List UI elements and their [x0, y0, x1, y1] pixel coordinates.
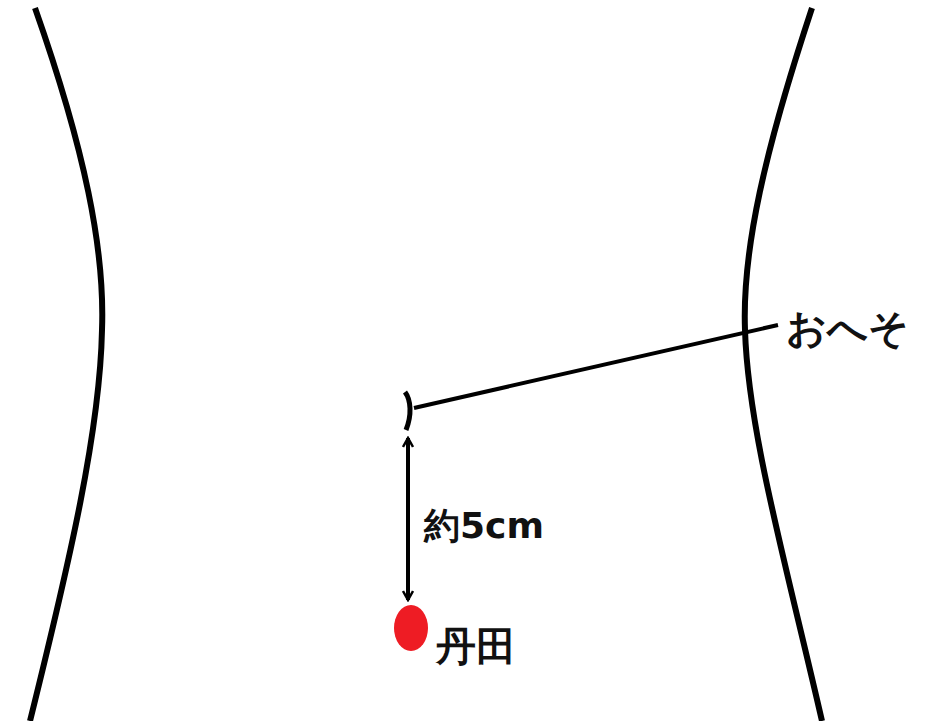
dantian-dot — [394, 605, 428, 651]
torso-right-outline — [745, 8, 822, 721]
torso-left-outline — [30, 8, 102, 721]
navel-label: おへそ — [786, 308, 909, 348]
leader-line — [414, 325, 778, 408]
dantian-label: 丹田 — [436, 626, 516, 666]
dimension-label: 約5cm — [424, 508, 544, 544]
dimension-arrow — [406, 438, 410, 600]
navel-mark — [405, 392, 410, 430]
